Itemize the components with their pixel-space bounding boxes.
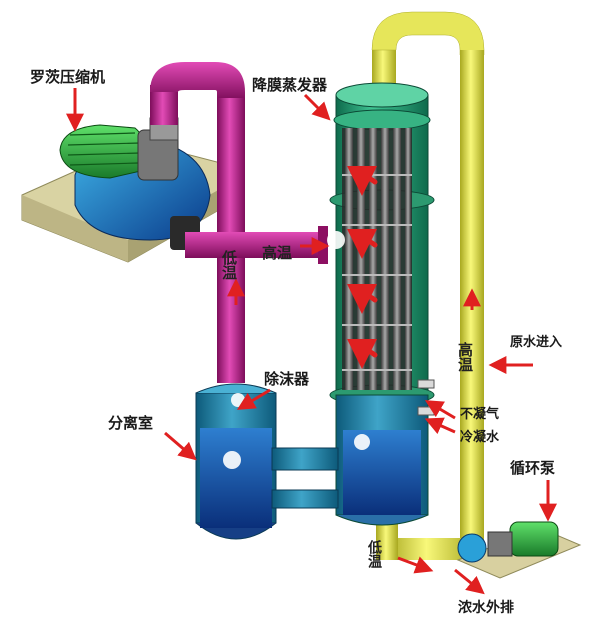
label-raw-water-in: 原水进入 [510, 334, 562, 350]
label-high-temp-right-group: 高温 [456, 341, 474, 372]
compressor-assembly [21, 117, 241, 263]
label-high-temp-right: 高温 [456, 341, 474, 372]
magenta-pipe [150, 62, 328, 383]
label-high-temp-top: 高温 [262, 244, 292, 262]
label-falling-film-evaporator: 降膜蒸发器 [252, 76, 328, 94]
label-compressor: 罗茨压缩机 [30, 68, 105, 86]
label-low-temp-left: 低温 [220, 249, 238, 280]
label-non-condensable-gas: 不凝气 [460, 406, 499, 422]
circulation-pump [456, 521, 582, 579]
label-cooling-water: 冷凝水 [460, 429, 500, 445]
separation-chamber [195, 383, 339, 540]
label-low-temp-bottom: 低温 [366, 539, 383, 568]
annotation-arrows [66, 88, 557, 595]
label-concentrate-discharge: 浓水外排 [458, 599, 514, 616]
label-demister: 除沫器 [264, 370, 310, 388]
label-separation-chamber: 分离室 [108, 414, 153, 432]
label-circulation-pump: 循环泵 [510, 459, 555, 477]
falling-film-evaporator [327, 82, 435, 526]
